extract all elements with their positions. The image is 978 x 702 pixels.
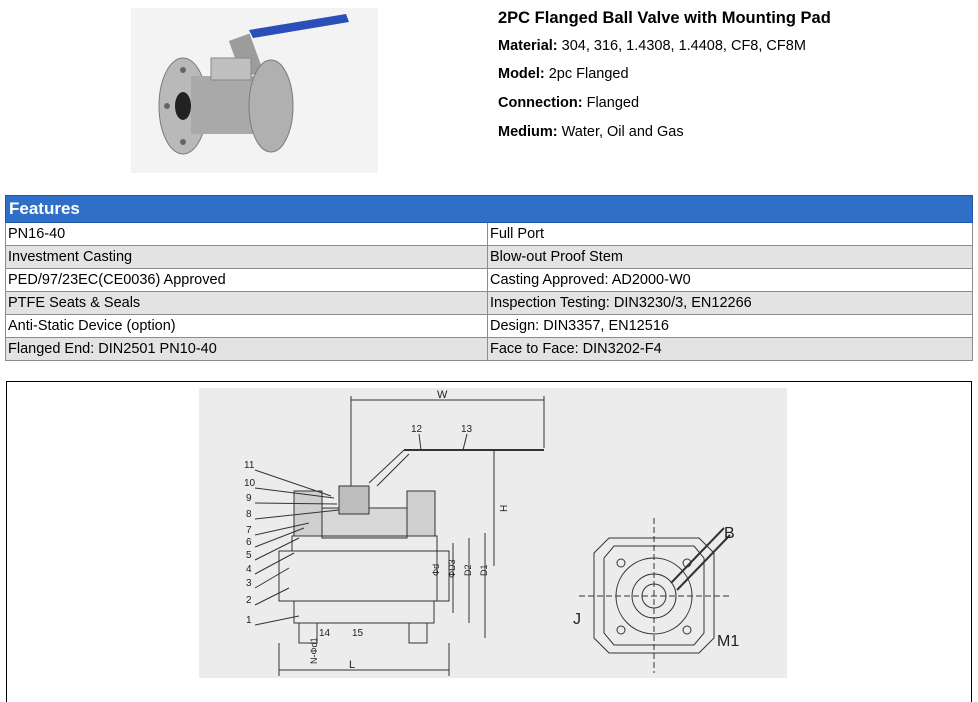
svg-text:7: 7 <box>246 525 252 536</box>
svg-text:2: 2 <box>246 595 252 606</box>
features-header: Features <box>5 195 973 223</box>
product-photo <box>131 8 378 173</box>
spec-connection: Connection: Flanged <box>498 95 640 111</box>
technical-drawing: W 12 13 H 11 10 9 8 7 6 5 4 3 <box>199 388 787 678</box>
part-12: 12 <box>411 424 423 435</box>
svg-text:8: 8 <box>246 509 252 520</box>
svg-text:10: 10 <box>244 478 256 489</box>
spec-material: Material: 304, 316, 1.4308, 1.4408, CF8,… <box>498 38 806 54</box>
part-13: 13 <box>461 424 473 435</box>
spec-medium: Medium: Water, Oil and Gas <box>498 124 684 140</box>
spec-model: Model: 2pc Flanged <box>498 66 629 82</box>
svg-text:5: 5 <box>246 550 252 561</box>
ball-valve-image <box>158 14 349 155</box>
svg-text:D2: D2 <box>463 564 473 576</box>
product-title: 2PC Flanged Ball Valve with Mounting Pad <box>498 9 831 27</box>
label-j: J <box>573 611 581 628</box>
svg-text:11: 11 <box>244 460 255 471</box>
dim-h: H <box>499 505 510 512</box>
svg-text:14: 14 <box>319 628 331 639</box>
table-row: Anti-Static Device (option)Design: DIN33… <box>5 314 973 338</box>
label-m1: M1 <box>717 633 739 650</box>
svg-text:N-Φd1: N-Φd1 <box>309 637 319 664</box>
svg-text:6: 6 <box>246 537 252 548</box>
svg-text:4: 4 <box>246 564 252 575</box>
svg-text:ΦD3: ΦD3 <box>447 559 457 578</box>
svg-text:Φd: Φd <box>431 564 441 576</box>
svg-text:1: 1 <box>246 615 252 626</box>
dim-l: L <box>349 659 355 671</box>
svg-text:3: 3 <box>246 578 252 589</box>
dim-w: W <box>437 389 448 401</box>
svg-text:15: 15 <box>352 628 364 639</box>
svg-text:9: 9 <box>246 493 252 504</box>
drawing-frame <box>6 381 972 702</box>
label-b: B <box>724 525 735 542</box>
svg-text:D1: D1 <box>479 564 489 576</box>
